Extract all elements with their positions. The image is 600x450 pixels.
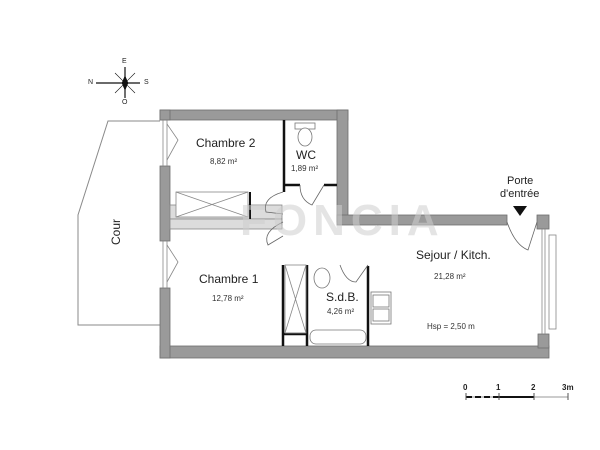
closet-chambre-1	[284, 264, 307, 334]
scale-bar	[465, 393, 569, 400]
kitchen-hob	[370, 291, 392, 325]
ceiling-height: Hsp = 2,50 m	[427, 322, 475, 331]
compass-south: S	[144, 79, 149, 86]
room-sdb-area: 4,26 m²	[327, 307, 355, 316]
room-sejour-area: 21,28 m²	[434, 272, 466, 281]
compass-west: O	[122, 99, 128, 106]
cour-label: Cour	[109, 218, 124, 246]
scale-tick-3: 3m	[562, 383, 574, 392]
entrance-label-line1: Porte	[507, 175, 534, 187]
room-sdb-name: S.d.B.	[326, 290, 359, 304]
room-chambre-2-name: Chambre 2	[196, 136, 256, 150]
sdb-sink	[313, 267, 331, 289]
compass-rose-icon	[96, 67, 140, 98]
compass-north: N	[88, 79, 94, 86]
entrance-arrow-icon	[513, 206, 527, 216]
exterior-walls	[159, 109, 550, 359]
room-wc-name: WC	[296, 148, 316, 162]
scale-tick-2: 2	[531, 383, 536, 392]
scale-tick-1: 1	[496, 383, 501, 392]
right-window	[541, 229, 557, 334]
entrance-label-line2: d'entrée	[500, 188, 540, 200]
room-wc-area: 1,89 m²	[291, 164, 319, 173]
scale-tick-0: 0	[463, 383, 468, 392]
interior-walls	[281, 120, 370, 346]
closet-chambre-2	[169, 191, 283, 230]
room-chambre-1-area: 12,78 m²	[212, 294, 244, 303]
bathtub	[309, 329, 367, 345]
left-windows	[162, 120, 179, 288]
watermark: FONCIA	[240, 196, 445, 245]
wc-toilet	[294, 122, 316, 147]
cour-outline	[77, 120, 160, 326]
compass-east: E	[122, 58, 127, 65]
doors	[264, 184, 538, 283]
room-chambre-2-area: 8,82 m²	[210, 157, 238, 166]
room-chambre-1-name: Chambre 1	[199, 272, 259, 286]
room-sejour-name: Sejour / Kitch.	[416, 248, 491, 262]
